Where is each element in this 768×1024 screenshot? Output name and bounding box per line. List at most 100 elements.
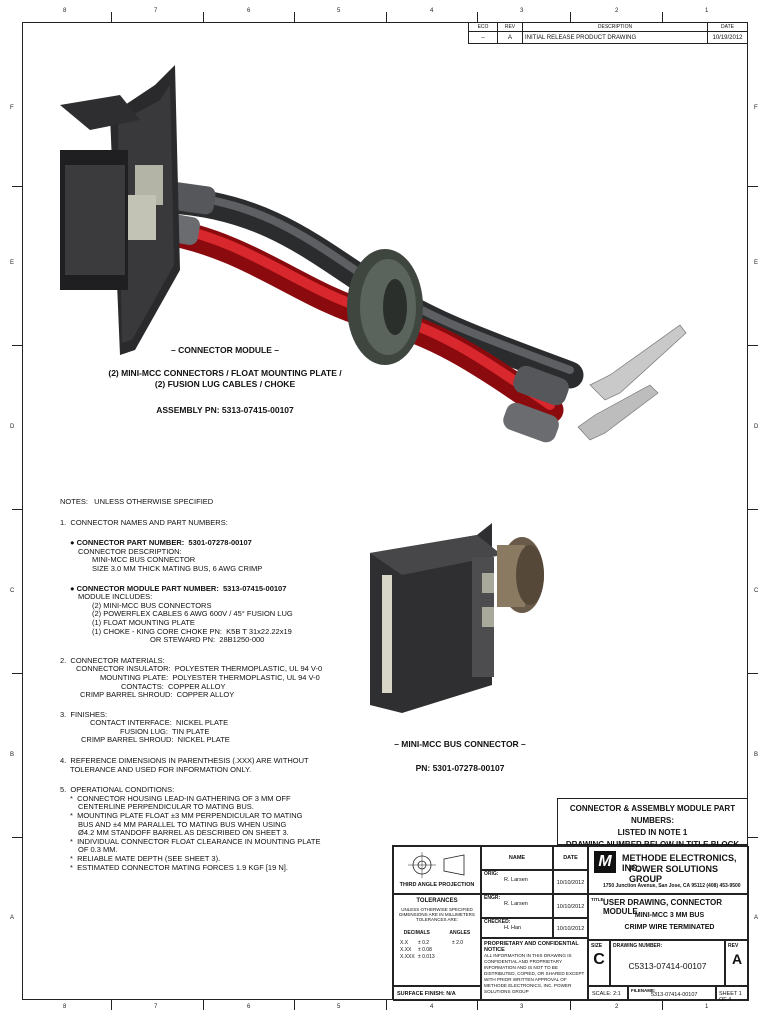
rev-header-date: DATE bbox=[707, 22, 748, 32]
zone-label-right-A: A bbox=[754, 915, 759, 921]
zone-tick bbox=[748, 509, 758, 510]
note-3-line-2: FUSION LUG: TIN PLATE bbox=[120, 726, 210, 736]
pn-box-line3: DRAWING NUMBER BELOW IN TITLE BLOCK bbox=[565, 840, 740, 849]
tolerances-cell: TOLERANCES UNLESS OTHERWISE SPECIFIED DI… bbox=[393, 894, 481, 986]
note-1-connector-desc-2: SIZE 3.0 MM THICK MATING BUS, 6 AWG CRIM… bbox=[92, 563, 263, 573]
drawing-title-1: USER DRAWING, CONNECTOR MODULE bbox=[603, 898, 722, 916]
note-5-line-2: * MOUNTING PLATE FLOAT ±3 MM PERPENDICUL… bbox=[70, 811, 303, 821]
zone-tick bbox=[12, 837, 22, 838]
note-1-title: 1. CONNECTOR NAMES AND PART NUMBERS: bbox=[60, 517, 228, 527]
third-angle-projection-icon bbox=[408, 852, 465, 878]
zone-label-top-3: 3 bbox=[520, 8, 524, 14]
orig-date: 10/10/2012 bbox=[553, 870, 588, 894]
zone-label-bottom-2: 2 bbox=[615, 1004, 619, 1010]
tol-note-2: DIMENSIONS ARE IN MILLIMETERS bbox=[399, 912, 475, 917]
tol-note-3: TOLERANCES ARE: bbox=[416, 917, 458, 922]
company-cell: M METHODE ELECTRONICS, INC. POWER SOLUTI… bbox=[588, 846, 749, 894]
zone-label-bottom-1: 1 bbox=[705, 1004, 709, 1010]
scale: SCALE: 2:1 bbox=[588, 986, 628, 1001]
checked-cell: CHECKED: H. Han bbox=[481, 918, 553, 938]
checked-date: 10/10/2012 bbox=[553, 918, 588, 938]
zone-tick bbox=[203, 1000, 204, 1010]
tol-xx: X.X bbox=[400, 940, 409, 946]
zone-label-top-6: 6 bbox=[247, 8, 251, 14]
zone-label-top-4: 4 bbox=[430, 8, 434, 14]
company-division: POWER SOLUTIONS GROUP bbox=[629, 864, 719, 884]
zone-label-right-B: B bbox=[754, 752, 759, 758]
zone-label-left-C: C bbox=[10, 588, 15, 594]
rev-label: REV bbox=[728, 943, 739, 949]
rev-header-description: DESCRIPTION bbox=[522, 22, 708, 32]
company-name: METHODE ELECTRONICS, INC. bbox=[622, 853, 737, 873]
zone-label-top-7: 7 bbox=[154, 8, 158, 14]
zone-label-bottom-6: 6 bbox=[247, 1004, 251, 1010]
note-5-line-1b: CENTERLINE PERPENDICULAR TO MATING BUS. bbox=[78, 802, 254, 812]
note-1-module-item-1: (2) MINI-MCC BUS CONNECTORS bbox=[92, 600, 212, 610]
rev-value: A bbox=[731, 951, 743, 967]
zone-tick bbox=[662, 12, 663, 22]
zone-tick bbox=[386, 12, 387, 22]
projection-label: THIRD ANGLE PROJECTION bbox=[399, 882, 475, 888]
note-2-line-3: CONTACTS: COPPER ALLOY bbox=[121, 681, 226, 691]
proprietary-notice: PROPRIETARY AND CONFIDENTIAL NOTICE ALL … bbox=[481, 938, 588, 1001]
engr-date: 10/10/2012 bbox=[553, 894, 588, 918]
checked-name: H. Han bbox=[504, 925, 522, 931]
zone-label-left-F: F bbox=[10, 105, 14, 111]
sheet-number: SHEET 1 OF 4 bbox=[716, 986, 749, 1003]
bullet-icon: ● bbox=[70, 538, 77, 548]
drawing-number-cell: DRAWING NUMBER: C5313-07414-00107 bbox=[610, 940, 725, 986]
zone-label-right-D: D bbox=[754, 424, 759, 430]
zone-tick bbox=[748, 345, 758, 346]
note-2-line-2: MOUNTING PLATE: POLYESTER THERMOPLASTIC,… bbox=[100, 672, 320, 682]
zone-tick bbox=[12, 509, 22, 510]
rev-date: 10/19/2012 bbox=[707, 31, 748, 44]
zone-tick bbox=[111, 12, 112, 22]
filename: 5313-07414-00107 bbox=[651, 992, 698, 998]
general-notes: NOTES: UNLESS OTHERWISE SPECIFIED 1. CON… bbox=[60, 497, 390, 872]
note-1-connector-desc-label: CONNECTOR DESCRIPTION: bbox=[78, 546, 182, 556]
note-3-title: 3. FINISHES: bbox=[60, 709, 108, 719]
size-cell: SIZE C bbox=[588, 940, 610, 986]
zone-tick bbox=[748, 837, 758, 838]
note-1-module-item-3: (1) FLOAT MOUNTING PLATE bbox=[92, 617, 195, 627]
drawing-number-label: DRAWING NUMBER: bbox=[613, 943, 663, 949]
checked-label: CHECKED: bbox=[484, 919, 511, 925]
module-caption-title: – CONNECTOR MODULE – bbox=[171, 345, 279, 355]
zone-tick bbox=[662, 1000, 663, 1010]
rev-eco: -- bbox=[468, 31, 498, 44]
zone-tick bbox=[294, 1000, 295, 1010]
zone-tick bbox=[386, 1000, 387, 1010]
mini-mcc-connector-illustration bbox=[370, 523, 544, 713]
zone-tick bbox=[477, 1000, 478, 1010]
note-1-module-item-2: (2) POWERFLEX CABLES 6 AWG 600V / 45° FU… bbox=[92, 609, 293, 619]
tol-xxxx: X.XXX bbox=[400, 954, 415, 960]
name-header: NAME bbox=[481, 846, 553, 870]
zone-tick bbox=[12, 186, 22, 187]
zone-tick bbox=[12, 345, 22, 346]
zone-tick bbox=[203, 12, 204, 22]
drawing-title-2: MINI-MCC 3 MM BUS bbox=[634, 912, 705, 919]
title-cell: TITLE: USER DRAWING, CONNECTOR MODULE MI… bbox=[588, 894, 749, 940]
zone-label-bottom-7: 7 bbox=[154, 1004, 158, 1010]
rev-header-rev: REV bbox=[497, 22, 523, 32]
zone-tick bbox=[12, 673, 22, 674]
zone-label-top-1: 1 bbox=[705, 8, 709, 14]
note-5-line-4: * RELIABLE MATE DEPTH (SEE SHEET 3). bbox=[70, 854, 221, 863]
zone-label-left-E: E bbox=[10, 260, 15, 266]
zone-tick bbox=[748, 673, 758, 674]
angles-header: ANGLES bbox=[449, 930, 471, 936]
zone-label-bottom-5: 5 bbox=[337, 1004, 341, 1010]
tol-xxx: X.XX bbox=[400, 947, 412, 953]
module-assembly-pn: ASSEMBLY PN: 5313-07415-00107 bbox=[156, 405, 294, 415]
zone-tick bbox=[477, 12, 478, 22]
note-5-line-3: * INDIVIDUAL CONNECTOR FLOAT CLEARANCE I… bbox=[70, 836, 321, 846]
note-1-module-pn: CONNECTOR MODULE PART NUMBER: 5313-07415… bbox=[76, 583, 287, 593]
filename-cell: FILENAME: 5313-07414-00107 bbox=[628, 986, 716, 1001]
tol-xxxx-value: ± 0.013 bbox=[418, 954, 435, 960]
zone-tick bbox=[748, 186, 758, 187]
rev-description: INITIAL RELEASE PRODUCT DRAWING bbox=[522, 31, 708, 44]
drawing-border bbox=[22, 22, 748, 1000]
engr-label: ENGR: bbox=[484, 895, 501, 901]
note-4-line-2: TOLERANCE AND USED FOR INFORMATION ONLY. bbox=[70, 764, 252, 774]
notes-heading: NOTES: UNLESS OTHERWISE SPECIFIED bbox=[60, 497, 214, 506]
